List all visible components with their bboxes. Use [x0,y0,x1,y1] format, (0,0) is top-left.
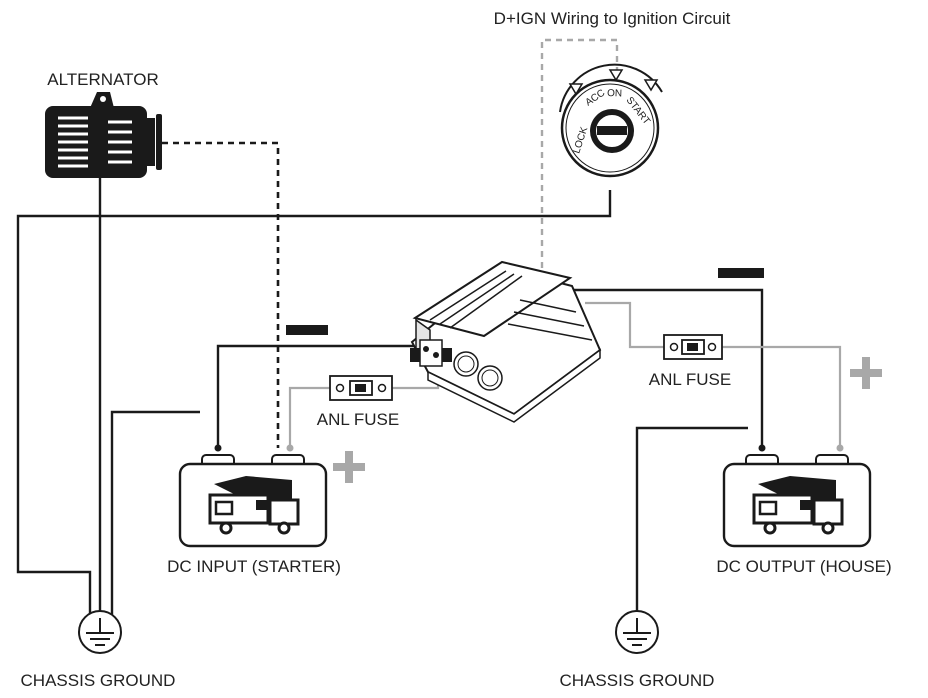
terminal-starter-positive [286,444,294,452]
chassis-ground-icon-right [615,610,659,654]
wires [16,38,842,615]
alternator-d-plus-wire [162,141,280,448]
terminal-house-negative [758,444,766,452]
ground-left-label: CHASSIS GROUND [21,671,176,690]
house-ground-wire [635,426,748,615]
fuse-right-label: ANL FUSE [649,370,732,389]
terminal-starter-negative [214,444,222,452]
ignition-switch-icon: LOCK ACC ON START [559,63,663,178]
ground-right-label: CHASSIS GROUND [560,671,715,690]
positive-sign-right [850,357,882,389]
ignition-label: D+IGN Wiring to Ignition Circuit [494,9,731,28]
ignition-position-on: ON [607,88,622,100]
starter-negative-wire [216,344,425,448]
alternator-label: ALTERNATOR [47,70,158,89]
anl-fuse-icon-left [329,375,393,401]
alternator-icon [45,92,162,178]
negative-sign-left [286,325,328,335]
battery-right-label: DC OUTPUT (HOUSE) [716,557,891,576]
house-positive-wire-b [722,345,842,448]
rv-battery-icon-right [722,454,872,548]
positive-sign-left [333,451,365,483]
ignition-ground-wire [16,190,612,615]
starter-positive-wire [288,386,330,448]
starter-ground-wire [110,410,200,615]
ignition-signal-wire [540,38,619,290]
dc-dc-charger-icon [410,260,602,423]
terminal-house-positive [836,444,844,452]
house-positive-wire-a [585,301,664,349]
house-negative-wire [560,288,764,448]
anl-fuse-icon-right [663,334,723,360]
battery-left-label: DC INPUT (STARTER) [167,557,341,576]
chassis-ground-icon-left [78,610,122,654]
negative-sign-right [718,268,764,278]
rv-battery-icon-left [178,454,328,548]
fuse-left-label: ANL FUSE [317,410,400,429]
